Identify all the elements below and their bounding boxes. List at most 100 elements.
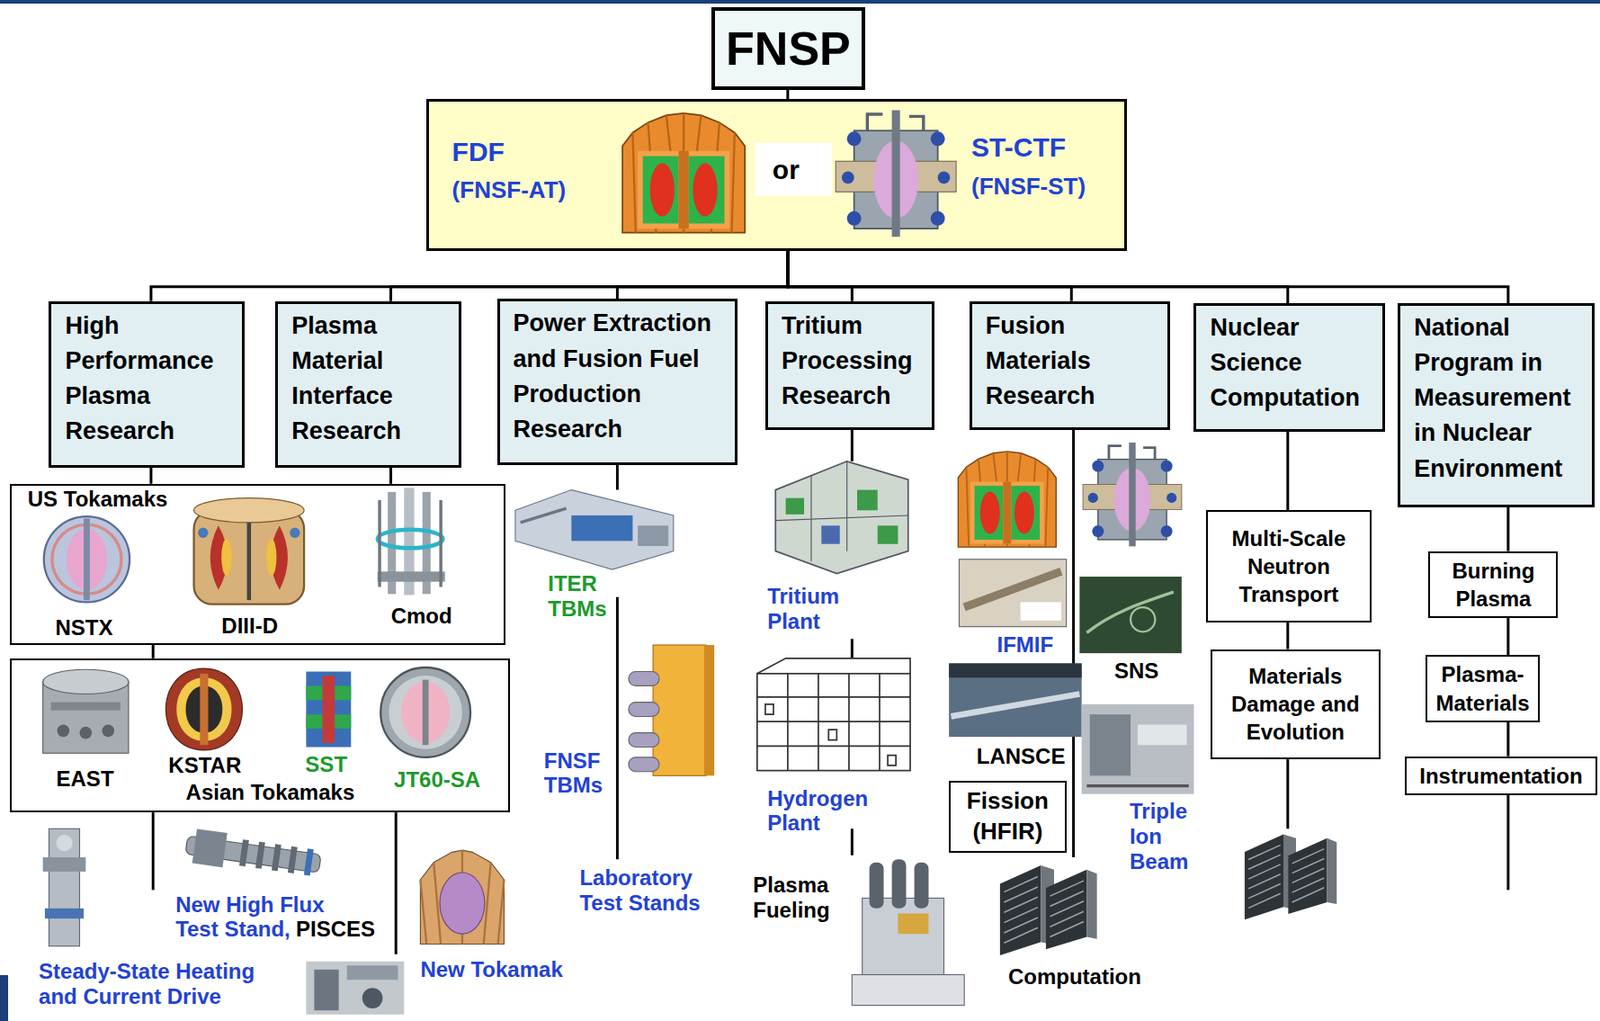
jt60-sa-picture bbox=[380, 667, 471, 758]
fnsf-tbm-picture bbox=[628, 671, 660, 687]
plasma-fueling-picture bbox=[897, 912, 929, 934]
corner-bar bbox=[0, 974, 9, 1021]
new-tokamak-picture bbox=[420, 849, 504, 944]
topic-box: Materials Damage and Evolution bbox=[1210, 649, 1381, 760]
leader-line bbox=[1286, 759, 1289, 829]
new-tokamak-picture bbox=[439, 872, 485, 934]
tritium-plant-picture bbox=[821, 525, 840, 544]
test-stand-picture bbox=[184, 827, 323, 881]
lansce-picture bbox=[948, 662, 1082, 678]
box-label: Tritium Processing Research bbox=[781, 308, 923, 414]
tree-connector bbox=[1506, 617, 1510, 655]
or-word: or bbox=[772, 154, 800, 187]
box-label: Multi-Scale Neutron Transport bbox=[1213, 524, 1365, 609]
diii-d-picture bbox=[194, 509, 305, 604]
sst-picture bbox=[305, 671, 351, 748]
tritium-plant-picture bbox=[786, 498, 805, 515]
topic-box: Burning Plasma bbox=[1428, 551, 1558, 618]
cmod-picture bbox=[377, 529, 444, 548]
iter-tbm-picture bbox=[520, 508, 567, 523]
jt60-sa-picture bbox=[388, 675, 463, 750]
diii-d-picture bbox=[197, 527, 208, 538]
facility-name: FDF bbox=[452, 136, 505, 169]
picture-caption: LANSCE bbox=[976, 743, 1066, 769]
box-label: High Performance Plasma Research bbox=[64, 308, 233, 450]
picture-caption: Steady-State Heating and Current Drive bbox=[38, 958, 266, 1009]
tree-connector bbox=[151, 250, 788, 302]
triple-ion-beam-picture bbox=[1090, 714, 1131, 776]
picture-caption: Laboratory Test Stands bbox=[579, 865, 733, 915]
program-box: Tritium Processing Research bbox=[765, 301, 935, 430]
tree-connector bbox=[1506, 722, 1510, 757]
tree-connector bbox=[1506, 507, 1510, 552]
jt60-sa-picture bbox=[380, 667, 471, 758]
triple-ion-beam-picture bbox=[1081, 704, 1195, 795]
jt60-sa-picture bbox=[422, 679, 430, 746]
or-patch bbox=[755, 143, 832, 197]
device-name: Cmod bbox=[391, 603, 453, 629]
heating-picture bbox=[55, 834, 72, 851]
kstar-picture bbox=[165, 668, 242, 751]
tree-connector bbox=[787, 250, 852, 302]
picture-caption: FNSF TBMs bbox=[544, 748, 616, 798]
lansce-picture bbox=[950, 694, 1080, 717]
fdf-device-picture bbox=[622, 113, 745, 233]
sns-picture bbox=[1079, 576, 1181, 653]
fnsf-tbm-picture bbox=[652, 644, 707, 776]
band-ground bbox=[426, 98, 1127, 251]
picture-caption: ITER TBMs bbox=[547, 571, 619, 621]
program-box: National Program in Measurement in Nucle… bbox=[1397, 303, 1595, 508]
facility-code: (FNSF-ST) bbox=[971, 173, 1086, 201]
heating-picture bbox=[48, 828, 80, 946]
iter-tbm-picture bbox=[637, 525, 669, 546]
box-label: Fission (HFIR) bbox=[956, 786, 1059, 848]
fnsf-tbm-picture bbox=[628, 732, 660, 748]
lansce-picture bbox=[948, 662, 1082, 737]
pisces-picture bbox=[313, 969, 339, 1011]
tree-connector bbox=[1286, 431, 1289, 510]
sns-picture bbox=[1079, 576, 1181, 653]
sst-picture bbox=[322, 675, 336, 743]
tree-connector bbox=[787, 250, 1288, 304]
iter-tbm-picture bbox=[515, 490, 674, 570]
program-box: Nuclear Science Computation bbox=[1193, 303, 1385, 432]
sns-picture bbox=[1130, 607, 1155, 632]
program-box: Plasma Material Interface Research bbox=[275, 301, 461, 468]
test-stand-picture bbox=[239, 839, 250, 867]
box-label: Burning Plasma bbox=[1435, 556, 1551, 613]
diii-d-picture bbox=[266, 538, 277, 576]
pisces-picture bbox=[347, 965, 399, 980]
group-heading: US Tokamaks bbox=[27, 486, 169, 512]
box-label: Materials Damage and Evolution bbox=[1217, 661, 1374, 747]
picture-caption: IFMIF bbox=[996, 632, 1054, 658]
ifmif-picture bbox=[964, 571, 1062, 608]
group-heading: Asian Tokamaks bbox=[186, 779, 356, 805]
box-label: Plasma Material Interface Research bbox=[291, 308, 449, 450]
box-label: Nuclear Science Computation bbox=[1209, 310, 1373, 416]
picture-caption: Triple Ion Beam bbox=[1129, 798, 1198, 874]
hydrogen-plant-picture bbox=[787, 673, 880, 771]
test-stand-picture bbox=[192, 828, 228, 868]
new-tokamak-picture bbox=[420, 849, 504, 944]
plasma-fueling-picture bbox=[851, 974, 965, 1006]
test-stand-picture bbox=[255, 841, 266, 869]
illustration bbox=[43, 98, 1509, 1015]
tree-connector bbox=[787, 250, 1509, 304]
picture-caption: Computation bbox=[1008, 964, 1142, 990]
hydrogen-plant-picture bbox=[757, 697, 911, 746]
topic-box: Plasma-Materials bbox=[1425, 654, 1540, 722]
plasma-fueling-picture bbox=[914, 862, 930, 909]
device-name: EAST bbox=[56, 766, 115, 792]
diii-d-picture bbox=[194, 498, 305, 605]
hydrogen-plant-picture bbox=[765, 704, 896, 766]
plasma-fueling-picture bbox=[862, 897, 945, 977]
fnsf-tbm-picture bbox=[628, 644, 715, 776]
fdf-device-picture bbox=[957, 451, 1056, 547]
device-group-box: EASTKSTARSSTJT60-SAAsian Tokamaks bbox=[9, 658, 510, 813]
picture-caption: New Tokamak bbox=[420, 956, 563, 983]
tritium-plant-picture bbox=[775, 461, 908, 574]
leader-line bbox=[151, 812, 155, 890]
device-name: KSTAR bbox=[168, 752, 242, 778]
tree-connector bbox=[149, 467, 152, 484]
east-picture bbox=[79, 726, 92, 740]
